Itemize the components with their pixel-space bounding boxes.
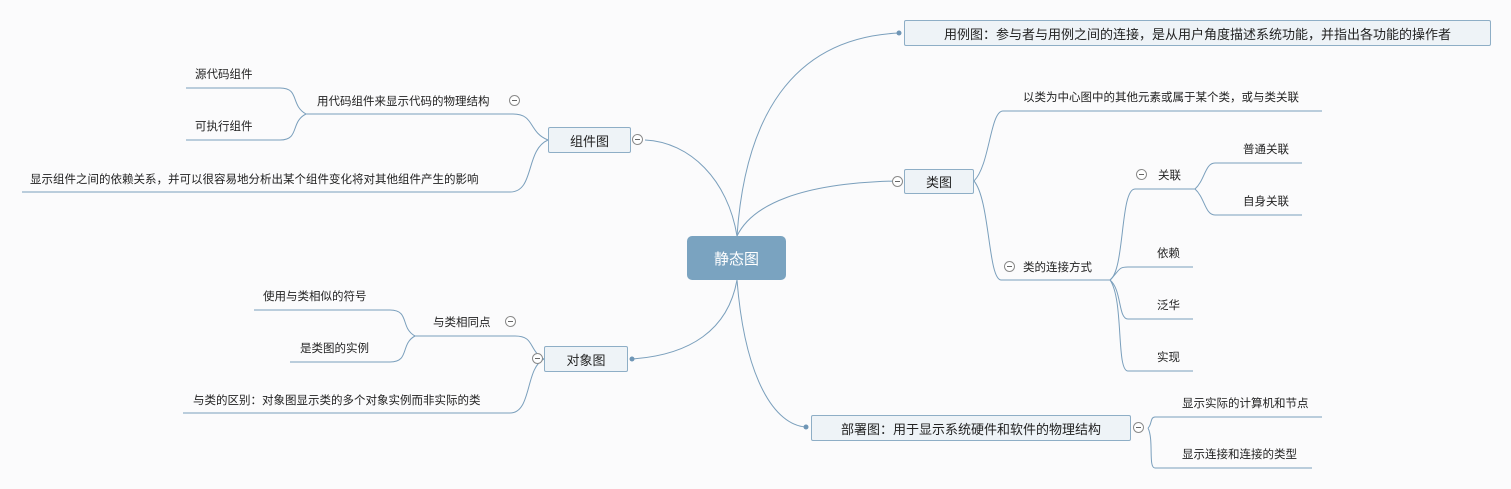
link-root-object <box>631 279 738 360</box>
component-physical-item[interactable]: 可执行组件 <box>195 119 253 133</box>
object-same-item[interactable]: 是类图的实例 <box>300 341 369 355</box>
connector-dot <box>896 30 902 36</box>
link-root-component <box>644 139 738 237</box>
link-comp-physical <box>306 113 549 141</box>
collapse-toggle-icon[interactable] <box>892 176 903 187</box>
collapse-toggle-icon[interactable] <box>1004 261 1015 272</box>
class-desc-label[interactable]: 以类为中心图中的其他元素或属于某个类，或与类关联 <box>1023 90 1299 104</box>
collapse-toggle-icon[interactable] <box>632 134 643 145</box>
link-connect-gen <box>1109 279 1193 320</box>
association-label[interactable]: 关联 <box>1158 168 1181 182</box>
collapse-toggle-icon[interactable] <box>532 353 543 364</box>
object-node[interactable]: 对象图 <box>544 346 628 372</box>
deployment-item[interactable]: 显示连接和连接的类型 <box>1182 447 1297 461</box>
class-diagram-node[interactable]: 类图 <box>904 169 974 194</box>
link-physical-1 <box>186 87 307 115</box>
link-class-desc <box>973 110 1322 182</box>
component-physical-label[interactable]: 用代码组件来显示代码的物理结构 <box>317 94 490 108</box>
connection-item[interactable]: 实现 <box>1157 350 1180 364</box>
link-root-usecase <box>736 32 900 237</box>
link-comp-dep <box>22 139 549 193</box>
component-node[interactable]: 组件图 <box>548 127 631 153</box>
connection-item[interactable]: 依赖 <box>1157 246 1180 260</box>
link-deploy-2 <box>1147 427 1312 469</box>
link-connect-assoc <box>1109 188 1136 281</box>
association-item[interactable]: 自身关联 <box>1243 194 1289 208</box>
link-same-2 <box>290 335 416 363</box>
component-dependency-label[interactable]: 显示组件之间的依赖关系，并可以很容易地分析出某个组件变化将对其他组件产生的影响 <box>30 172 479 186</box>
object-same-item[interactable]: 使用与类相似的符号 <box>263 289 367 303</box>
root-node[interactable]: 静态图 <box>687 236 786 280</box>
link-assoc-1 <box>1194 162 1302 190</box>
object-difference-label[interactable]: 与类的区别：对象图显示类的多个对象实例而非实际的类 <box>193 393 481 407</box>
object-same-label[interactable]: 与类相同点 <box>433 315 491 329</box>
connection-item[interactable]: 泛华 <box>1157 298 1180 312</box>
link-root-class <box>736 180 898 237</box>
link-class-connect <box>973 180 1002 281</box>
link-root-deploy <box>736 279 807 428</box>
use-case-node[interactable]: 用例图：参与者与用例之间的连接，是从用户角度描述系统功能，并指出各功能的操作者 <box>904 20 1491 46</box>
link-deploy-1 <box>1147 416 1322 429</box>
deployment-node[interactable]: 部署图：用于显示系统硬件和软件的物理结构 <box>811 415 1131 441</box>
link-assoc-2 <box>1194 188 1302 216</box>
link-connect-real <box>1109 279 1193 372</box>
link-same-1 <box>254 309 416 337</box>
link-connect-dep <box>1109 266 1193 281</box>
collapse-toggle-icon[interactable] <box>509 95 520 106</box>
link-physical-2 <box>186 113 307 141</box>
component-physical-item[interactable]: 源代码组件 <box>195 67 253 81</box>
collapse-toggle-icon[interactable] <box>1136 169 1147 180</box>
link-obj-same <box>415 335 545 360</box>
collapse-toggle-icon[interactable] <box>1133 422 1144 433</box>
connector-dot <box>629 356 635 362</box>
connector-dot <box>803 424 809 430</box>
association-item[interactable]: 普通关联 <box>1243 142 1289 156</box>
collapse-toggle-icon[interactable] <box>505 316 516 327</box>
deployment-item[interactable]: 显示实际的计算机和节点 <box>1182 396 1309 410</box>
class-connection-label[interactable]: 类的连接方式 <box>1023 260 1092 274</box>
